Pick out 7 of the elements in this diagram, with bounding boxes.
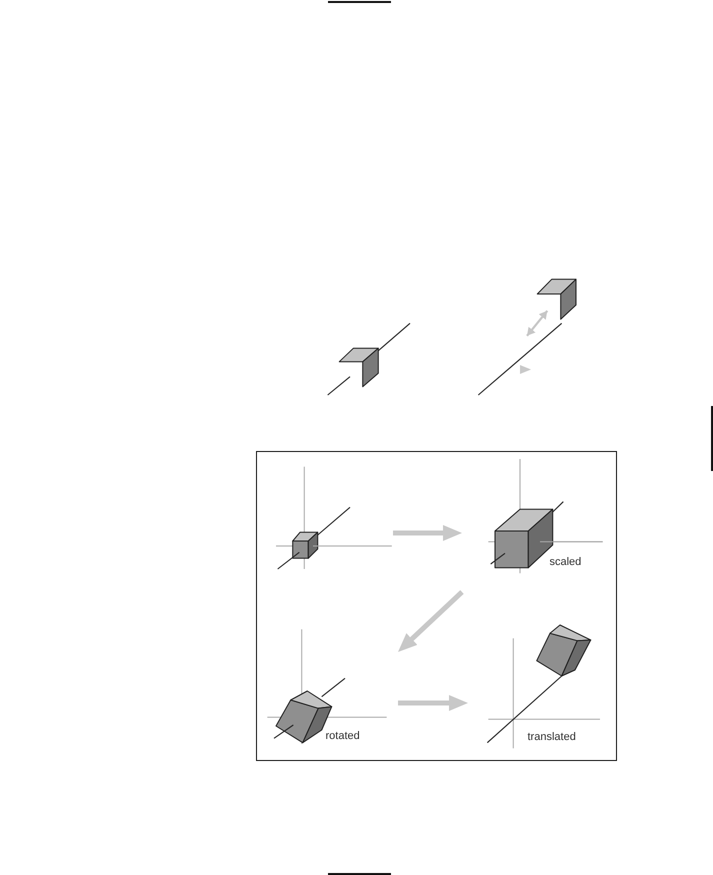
cube-label: translated [528,730,576,744]
cube-label: rotated [326,728,360,742]
figure-frame [256,451,617,761]
arrow [398,695,468,711]
arrow [396,590,464,654]
cube-label: scaled [550,554,582,568]
arrow [393,525,462,541]
